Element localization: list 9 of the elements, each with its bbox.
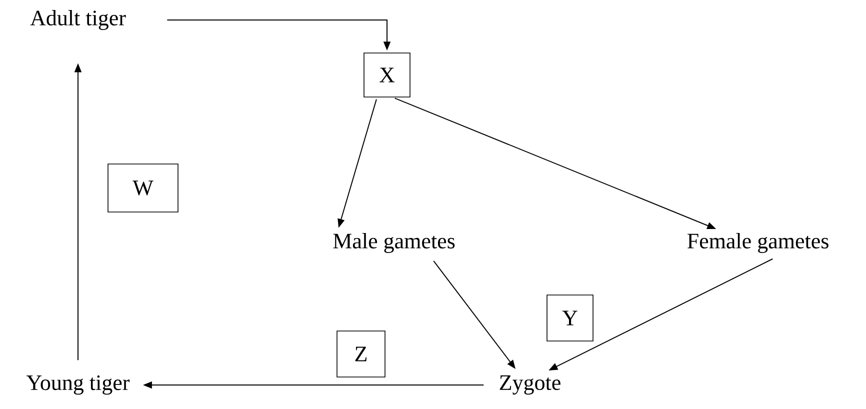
- text-label: Zygote: [500, 375, 560, 395]
- letter-box: W: [108, 164, 178, 212]
- text-label: Young tiger: [26, 375, 130, 395]
- letter-box: Z: [336, 330, 386, 378]
- text-label: Male gametes: [333, 233, 455, 254]
- letter-box: Y: [546, 294, 594, 342]
- text-label: Female gametes: [687, 233, 828, 254]
- text-label: Adult tiger: [30, 10, 126, 30]
- letter-box: X: [364, 52, 410, 98]
